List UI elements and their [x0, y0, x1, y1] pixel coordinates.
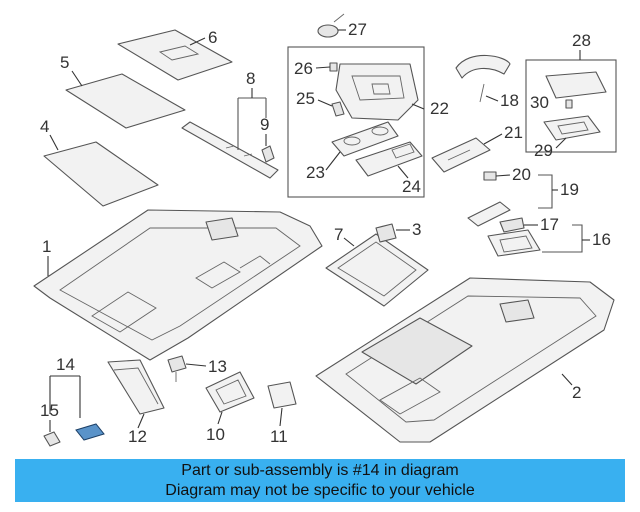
callout-6: 6	[208, 28, 217, 47]
part-14-highlighted	[75, 423, 105, 441]
callout-5: 5	[60, 53, 69, 72]
part-13-clip	[167, 355, 187, 382]
part-9-clip	[261, 145, 275, 163]
callout-1: 1	[42, 237, 51, 256]
banner-line-2: Diagram may not be specific to your vehi…	[165, 481, 475, 499]
part-10-bracket	[205, 371, 255, 413]
info-banner: Part or sub-assembly is #14 in diagram D…	[15, 459, 625, 502]
part-21-bracket	[431, 137, 491, 173]
callout-20: 20	[512, 165, 531, 184]
part-15-clip	[43, 431, 61, 447]
callout-27: 27	[348, 20, 367, 39]
part-1-headliner	[33, 209, 323, 361]
callout-2: 2	[572, 383, 581, 402]
callout-28: 28	[572, 31, 591, 50]
part-3-clip	[375, 223, 397, 243]
callout-4: 4	[40, 117, 49, 136]
callout-17: 17	[540, 215, 559, 234]
part-28-lamp	[545, 71, 607, 99]
part-7-frame	[325, 233, 429, 307]
callout-19: 19	[560, 180, 579, 199]
callout-24: 24	[402, 177, 421, 196]
part-4-pad	[43, 141, 159, 207]
part-20-switch	[483, 171, 497, 181]
part-12-visor	[107, 359, 165, 415]
part-30-bulb	[565, 99, 573, 109]
callout-23: 23	[306, 163, 325, 182]
callout-3: 3	[412, 220, 421, 239]
callout-16: 16	[592, 230, 611, 249]
callout-8: 8	[246, 69, 255, 88]
group-box-22	[287, 46, 425, 198]
callout-21: 21	[504, 123, 523, 142]
callout-7: 7	[334, 225, 343, 244]
part-16-lamp	[487, 229, 541, 257]
callout-9: 9	[260, 115, 269, 134]
callout-15: 15	[40, 401, 59, 420]
part-22-console	[335, 63, 419, 121]
part-8-rail	[181, 121, 279, 179]
callout-18: 18	[500, 91, 519, 110]
callout-10: 10	[206, 425, 225, 444]
part-25-lamp	[331, 101, 345, 117]
callout-13: 13	[208, 357, 227, 376]
group-box-28	[525, 59, 617, 153]
callout-11: 11	[270, 427, 288, 446]
part-18-handle	[455, 54, 511, 103]
part-27-cap	[317, 13, 345, 38]
part-29-lens	[543, 115, 601, 141]
callout-14: 14	[56, 355, 75, 374]
part-19-lamp-assembly	[467, 201, 525, 233]
callout-26: 26	[294, 59, 313, 78]
part-24-cover	[355, 141, 423, 177]
part-2-headliner	[315, 277, 615, 443]
part-5-pad	[65, 73, 186, 129]
callout-25: 25	[296, 89, 315, 108]
callout-22: 22	[430, 99, 449, 118]
callout-30: 30	[530, 93, 549, 112]
banner-line-1: Part or sub-assembly is #14 in diagram	[181, 461, 459, 479]
callout-29: 29	[534, 141, 553, 160]
part-23-lens	[331, 121, 399, 157]
part-26-screw	[329, 62, 338, 72]
callout-12: 12	[128, 427, 147, 446]
part-11-holder	[267, 381, 297, 409]
part-6-pad	[117, 29, 233, 81]
